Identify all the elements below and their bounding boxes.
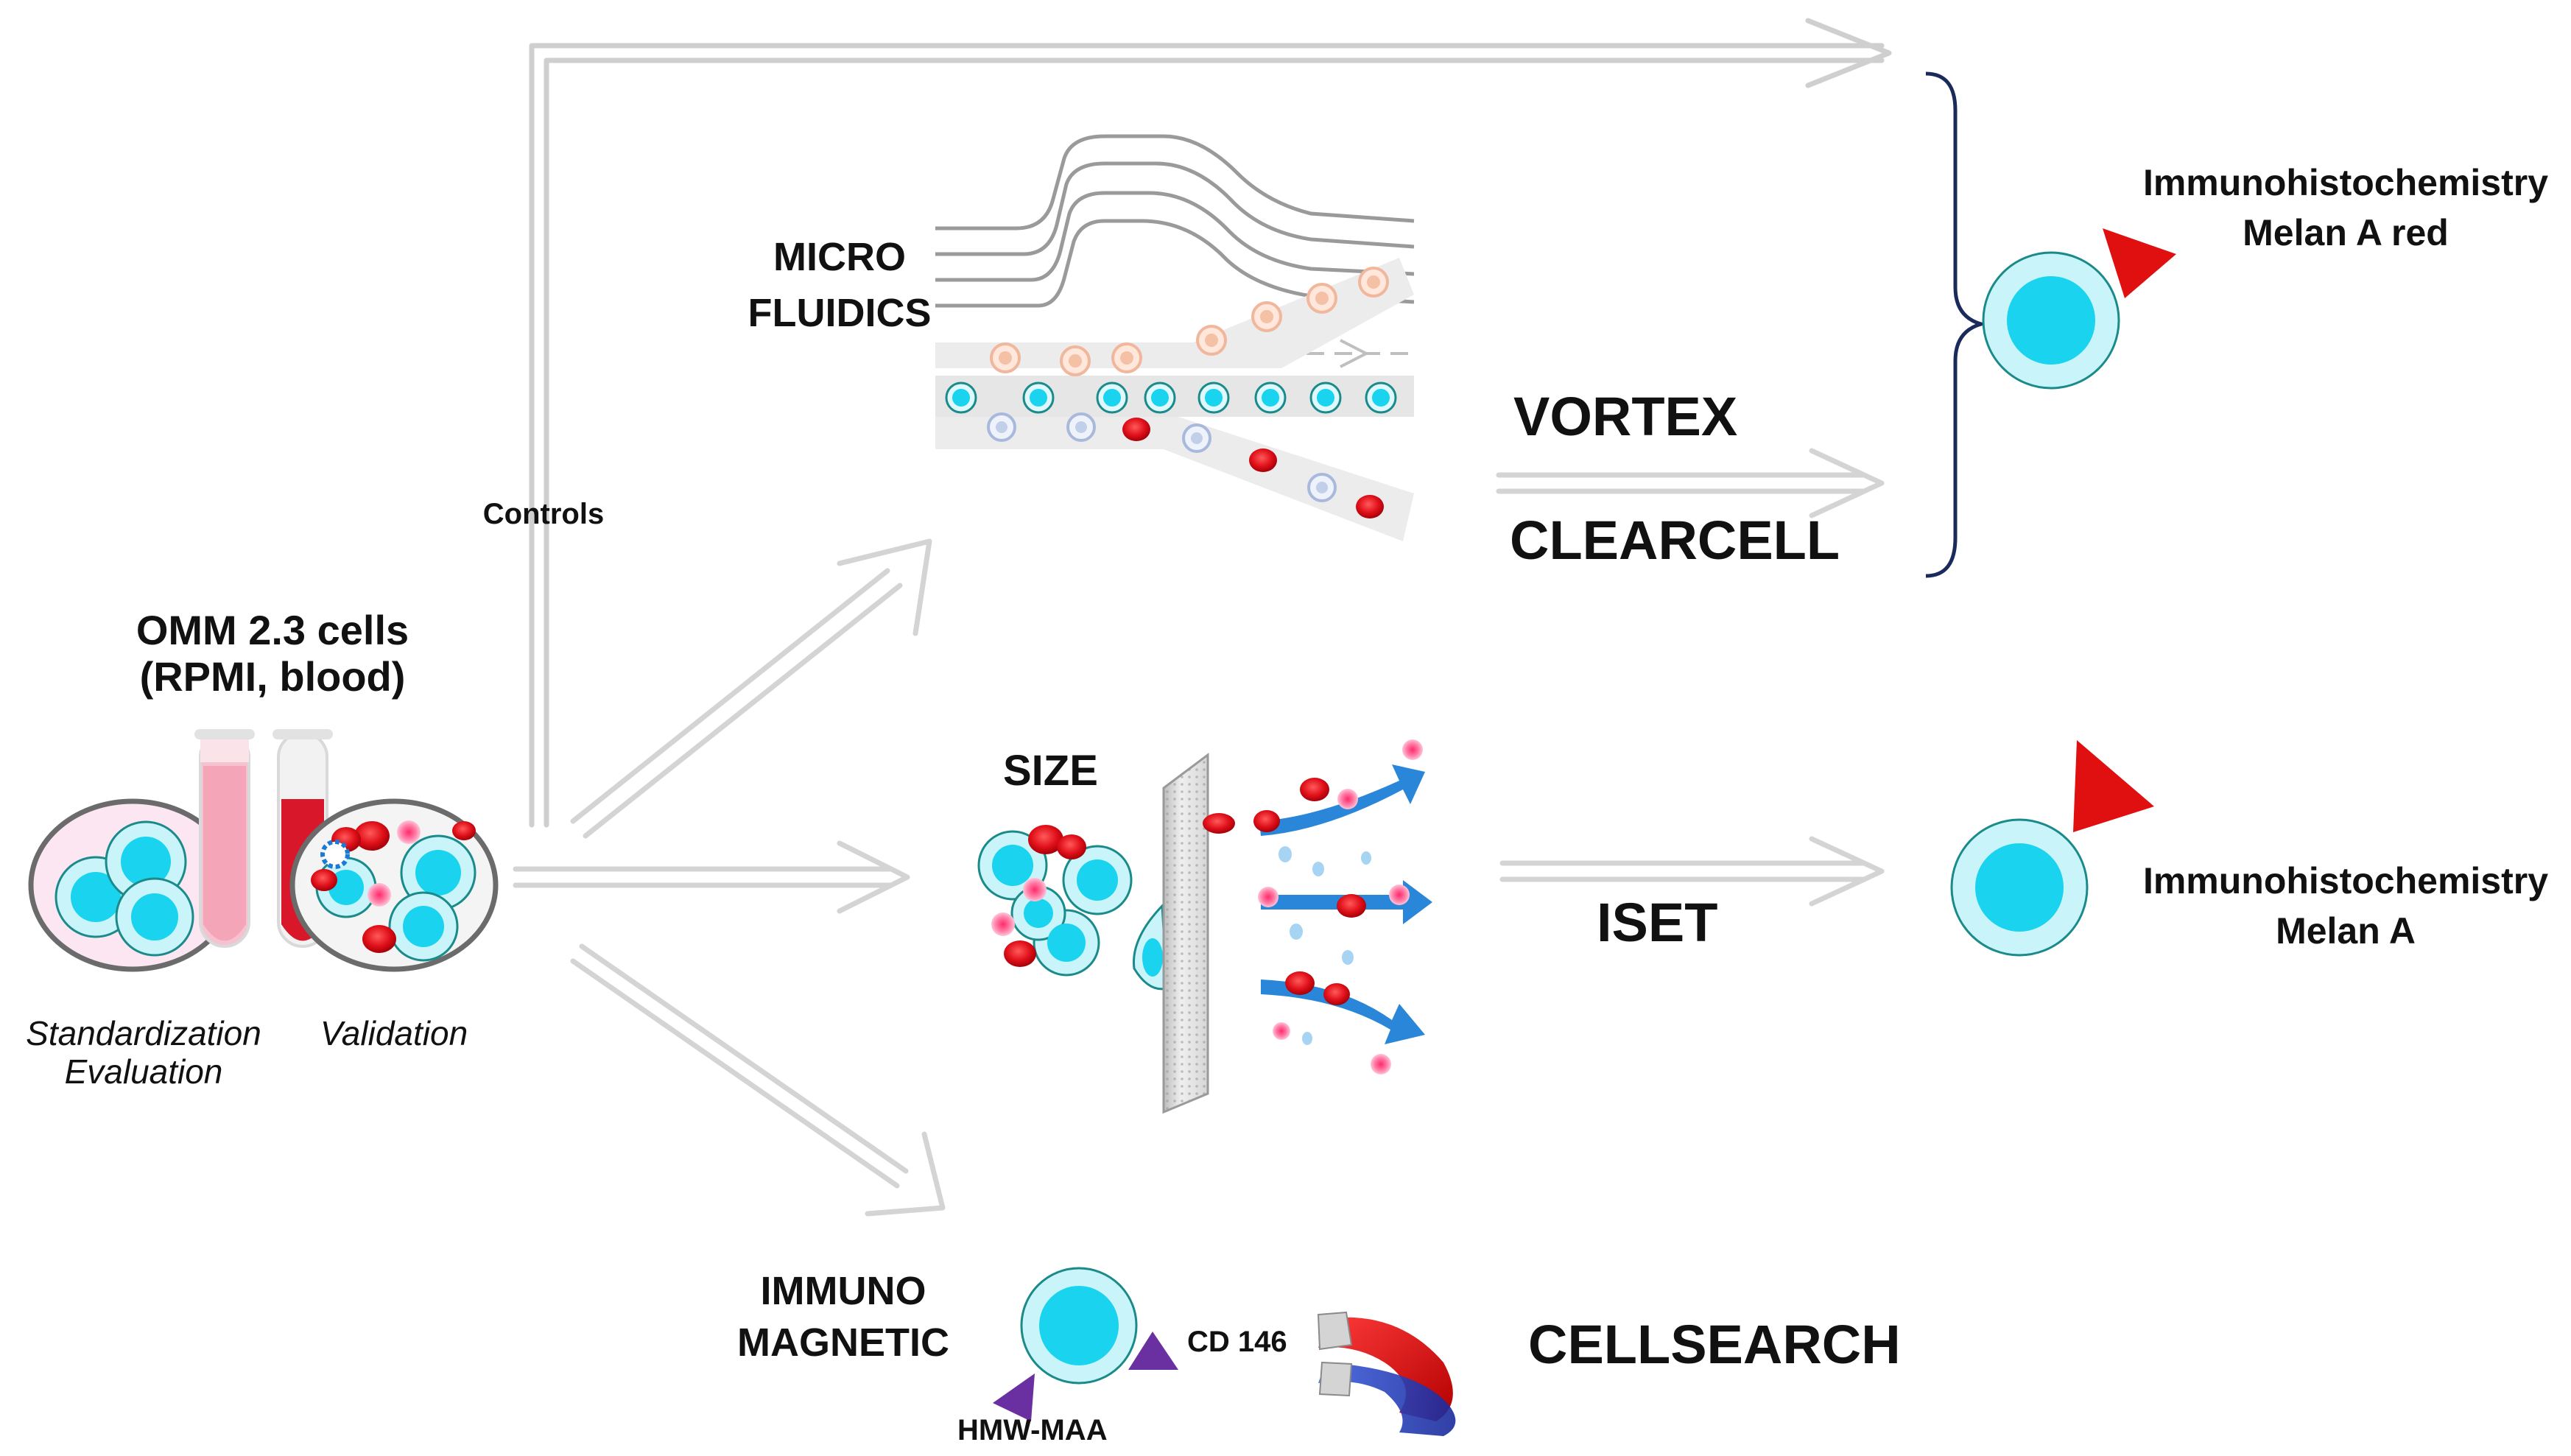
ihc-stained-cell-top <box>1982 228 2176 390</box>
ihc-stained-cell-middle <box>1950 740 2154 957</box>
red-blood-cells <box>1122 418 1384 518</box>
cellsearch-label: CELLSEARCH <box>1528 1314 1901 1375</box>
arrow-to-immunomagnetic <box>570 943 946 1217</box>
size-label: SIZE <box>1003 747 1098 795</box>
tagged-cell <box>320 840 350 869</box>
validation-label: Validation <box>320 1014 468 1052</box>
rpmi-sample-dish <box>28 798 237 972</box>
immunomagnetic-line1: IMMUNO <box>760 1269 926 1313</box>
arrow-to-size <box>513 840 910 914</box>
standardization-line2: Evaluation <box>64 1052 223 1091</box>
standardization-label: Standardization Evaluation <box>7 1014 280 1091</box>
magnet-icon <box>1317 1311 1456 1436</box>
tumor-cell <box>388 891 459 962</box>
cell-cluster <box>977 825 1133 977</box>
ihc-label-middle: Immunohistochemistry Melan A <box>2128 857 2563 956</box>
cd146-antibody-marker <box>1128 1332 1178 1370</box>
hmw-maa-label: HMW-MAA <box>957 1414 1108 1446</box>
microfluidics-line2: FLUIDICS <box>748 290 932 335</box>
red-blood-cells <box>311 821 476 953</box>
tumor-cell <box>400 834 476 911</box>
grouping-bracket <box>1925 71 1988 578</box>
controls-arrow <box>529 18 1892 828</box>
ihc-top-line1: Immunohistochemistry <box>2142 162 2549 203</box>
blood-sample-dish <box>289 798 499 972</box>
microfluidics-label: MICRO FLUIDICS <box>744 230 935 341</box>
focused-tumor-cells <box>945 381 1397 414</box>
arrow-vortex-to-output <box>1496 448 1885 518</box>
tumor-cell <box>115 877 194 957</box>
plasma-droplets <box>1279 846 1371 1045</box>
clearcell-label: CLEARCELL <box>1510 510 1840 571</box>
ihc-mid-line2: Melan A <box>2276 910 2416 952</box>
microfluidics-line1: MICRO <box>773 235 906 279</box>
vortex-label: VORTEX <box>1513 386 1738 447</box>
melan-a-marker <box>2073 740 2154 832</box>
input-title-line2: (RPMI, blood) <box>139 653 406 700</box>
filtrate-white-blood-cells <box>1258 739 1423 1075</box>
immunomagnetic-cell <box>993 1267 1178 1421</box>
input-title: OMM 2.3 cells (RPMI, blood) <box>110 607 435 700</box>
immunomagnetic-label: IMMUNO MAGNETIC <box>718 1265 968 1368</box>
ihc-label-top: Immunohistochemistry Melan A red <box>2128 158 2563 258</box>
melan-a-red-marker <box>2103 228 2176 298</box>
microfluidic-channel <box>935 134 1415 541</box>
ihc-top-line2: Melan A red <box>2243 211 2449 253</box>
cd146-label: CD 146 <box>1187 1326 1287 1358</box>
filtrate-red-blood-cells <box>1253 778 1366 1005</box>
hmw-maa-antibody-marker <box>993 1374 1035 1421</box>
white-blood-cells <box>367 820 421 907</box>
size-filtration-illustration <box>977 739 1432 1114</box>
ihc-mid-line1: Immunohistochemistry <box>2142 860 2549 901</box>
controls-label: Controls <box>482 498 605 530</box>
immunomagnetic-line2: MAGNETIC <box>737 1320 949 1365</box>
iset-label: ISET <box>1597 892 1718 953</box>
standardization-line1: Standardization <box>26 1014 261 1052</box>
arrow-to-microfluidics <box>570 538 932 839</box>
arrow-iset-to-output <box>1499 836 1885 907</box>
filter-membrane <box>1162 753 1209 1114</box>
rpmi-test-tube <box>194 729 255 948</box>
input-title-line1: OMM 2.3 cells <box>136 607 409 653</box>
